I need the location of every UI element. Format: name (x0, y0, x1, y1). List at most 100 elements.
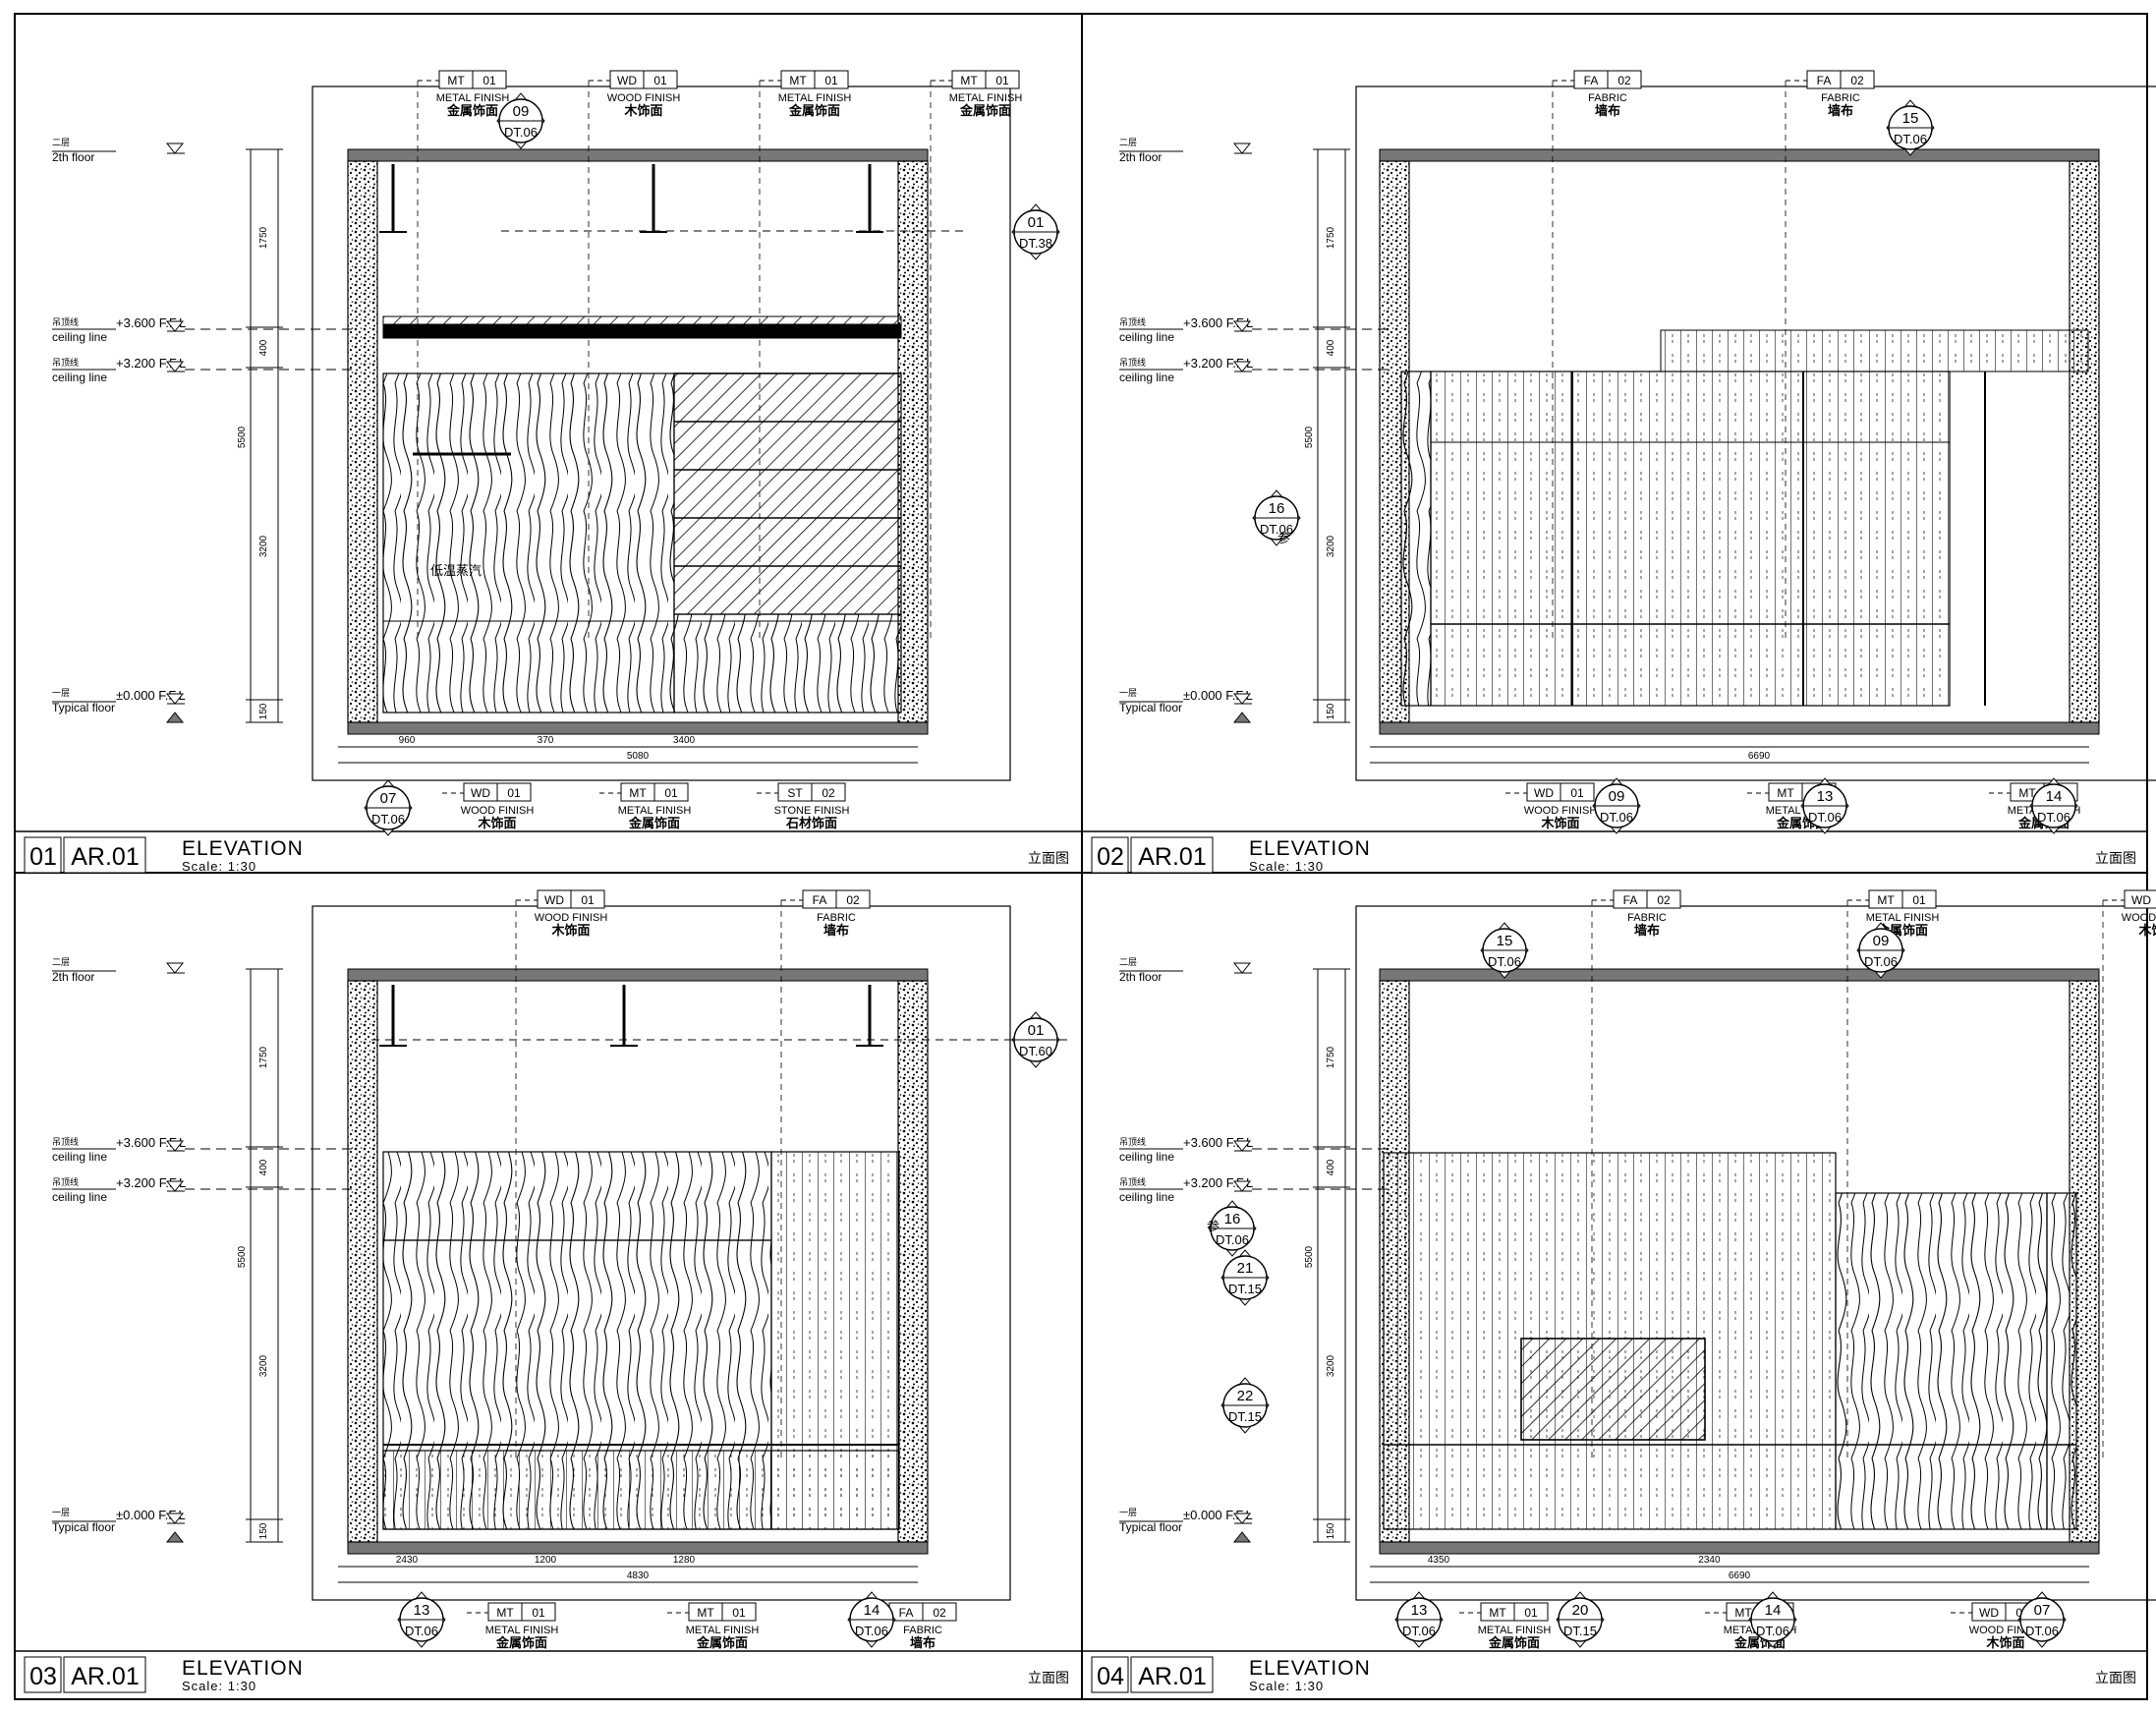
dimension-text: 1750 (258, 1046, 269, 1068)
slab-bottom (347, 721, 929, 735)
finish-number: 01 (1524, 1606, 1538, 1620)
finish-name-en: FABRIC (1627, 912, 1667, 924)
finish-number: 01 (824, 74, 838, 87)
level-elevation: +3.600 F.F.L (1183, 315, 1253, 330)
slab-top (1379, 148, 2100, 162)
finish-number: 01 (1912, 893, 1926, 907)
dimension-text: 1750 (1326, 226, 1336, 249)
finish-code: MT (789, 74, 807, 87)
callout-number: 22 (1237, 1388, 1254, 1404)
level-triangle (1232, 1531, 1252, 1543)
finish-code: WD (1534, 786, 1554, 800)
finish-name-cn: 墙布 (910, 1635, 936, 1650)
dimension-text: 3200 (1326, 1354, 1336, 1377)
level-triangle (1232, 962, 1252, 974)
callout-detail: DT.06 (371, 812, 405, 827)
level-label-cn: 吊顶线 (52, 316, 79, 327)
finish-code: WD (471, 786, 490, 800)
finish-name-en: WOOD FINISH (1524, 805, 1598, 817)
column-panel (1400, 371, 1432, 707)
level-triangle (1232, 1140, 1252, 1152)
callout-number: 14 (1765, 1602, 1782, 1619)
callout-number: 09 (1609, 788, 1625, 805)
finish-code: MT (447, 74, 465, 87)
level-label-cn: 吊顶线 (52, 357, 79, 368)
level-label-cn: 吊顶线 (52, 1176, 79, 1187)
finish-number: 01 (732, 1606, 746, 1620)
finish-name-cn: 石材饰面 (785, 816, 837, 830)
finish-number: 01 (995, 74, 1009, 87)
callout-detail: DT.15 (1228, 1282, 1262, 1296)
sheet-ref-box (1130, 1656, 1214, 1693)
metal-cabinet (673, 372, 902, 615)
callout-detail: DT.06 (405, 1624, 438, 1638)
drawing-number-box (1091, 836, 1129, 874)
fabric-panel (1430, 371, 1951, 707)
level-label-cn: 一层 (1119, 688, 1137, 698)
finish-number: 01 (482, 74, 496, 87)
callout-number: 21 (1237, 1260, 1254, 1277)
level-triangle (1232, 693, 1252, 705)
finish-name-en: METAL FINISH (485, 1625, 559, 1636)
dimension-text: 3200 (1326, 535, 1336, 557)
sheet-ref: AR.01 (71, 1663, 139, 1690)
cornice (382, 315, 902, 325)
finish-code: WD (617, 74, 637, 87)
dimension-text: 5500 (237, 1245, 248, 1268)
finish-number: 01 (532, 1606, 545, 1620)
dimension-text: 2340 (1698, 1555, 1721, 1566)
sheet-ref: AR.01 (71, 843, 139, 871)
callout-detail: DT.06 (1894, 132, 1927, 146)
callout-number: 15 (1497, 933, 1513, 949)
level-label-en: 2th floor (52, 970, 94, 984)
finish-name-cn: 金属饰面 (696, 1635, 748, 1650)
finish-name-cn: 木饰面 (477, 816, 516, 830)
wood-panel (382, 372, 675, 714)
finish-name-en: METAL FINISH (1866, 912, 1940, 924)
callout-detail: DT.06 (855, 1624, 888, 1638)
level-label-cn: 一层 (52, 688, 70, 698)
level-triangle (1232, 712, 1252, 723)
dimension-text: 5500 (237, 426, 248, 448)
callout-number: 13 (1411, 1602, 1428, 1619)
callout-number: 15 (1902, 110, 1919, 127)
level-triangle (1232, 1180, 1252, 1192)
finish-name-en: METAL FINISH (949, 92, 1023, 104)
level-triangle (165, 361, 185, 372)
callout-number: 07 (380, 790, 397, 807)
wall-section-right (897, 160, 929, 723)
callout-number: 09 (513, 103, 530, 120)
callout-detail: DT.06 (1216, 1232, 1249, 1247)
finish-code: MT (2018, 786, 2036, 800)
level-triangle (165, 693, 185, 705)
